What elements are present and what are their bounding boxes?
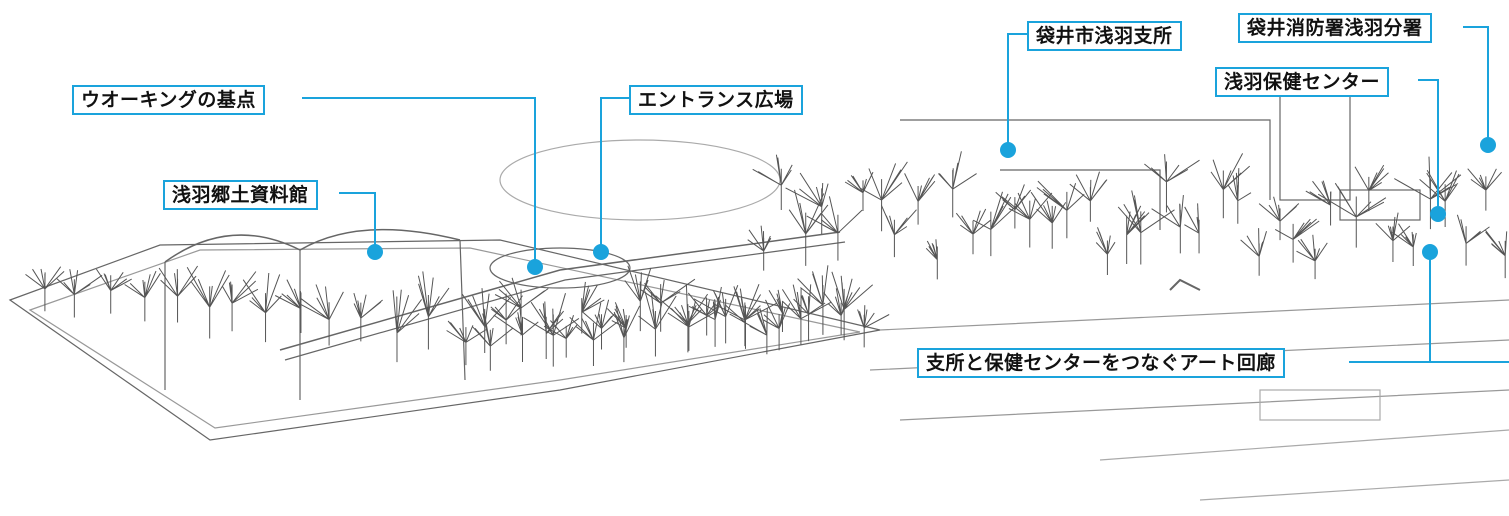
label-health-center: 浅羽保健センター [1215,67,1390,97]
label-branch-office: 袋井市浅羽支所 [1027,21,1182,51]
marker-health-center [1430,206,1446,222]
label-entrance-plaza: エントランス広場 [629,85,803,115]
marker-entrance-plaza [593,244,609,260]
marker-branch-office [1000,142,1016,158]
site-outline [8,89,1509,501]
label-folk-museum: 浅羽郷土資料館 [163,180,318,210]
tree-sketches [25,151,1508,371]
marker-walking-base [527,259,543,275]
marker-fire-station [1480,137,1496,153]
marker-folk-museum [367,244,383,260]
marker-art-corridor [1422,244,1438,260]
marker-dots [367,137,1496,275]
leader-lines [302,26,1509,363]
label-walking-base: ウオーキングの基点 [72,85,265,115]
label-fire-station: 袋井消防署浅羽分署 [1238,13,1432,43]
label-art-corridor: 支所と保健センターをつなぐアート回廊 [917,348,1285,378]
